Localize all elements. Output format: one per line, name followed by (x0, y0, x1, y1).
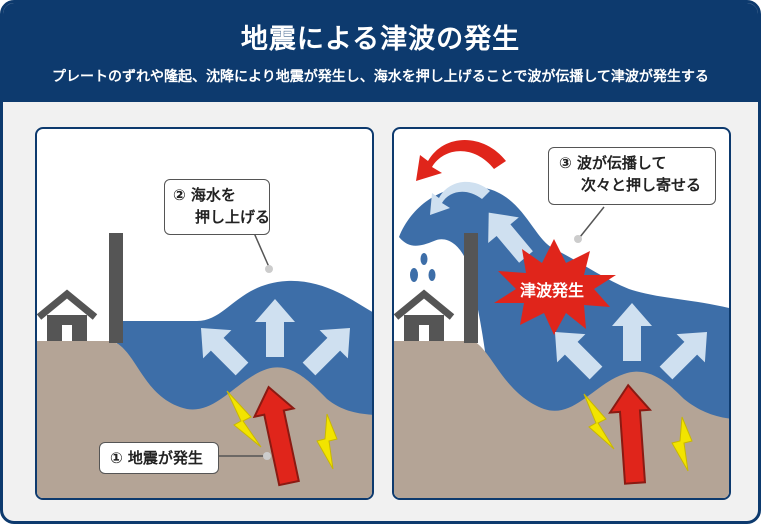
lightning-icon (316, 413, 338, 470)
lightning-icon (226, 390, 262, 448)
panel-earthquake: ② 海水を 押し上げる ① 地震が発生 (35, 127, 374, 500)
lightning-icon (583, 393, 615, 450)
house-icon (394, 289, 455, 341)
curved-arrow-icon (416, 140, 506, 181)
up-arrow-icon (612, 303, 652, 361)
page-title: 地震による津波の発生 (240, 24, 521, 55)
lightning-icon (671, 416, 693, 472)
curved-arrow-icon (430, 181, 490, 215)
up-arrow-icon (200, 327, 249, 376)
page-subtitle: プレートのずれや隆起、沈降により地震が発生し、海水を押し上げることで波が伝播して… (52, 69, 709, 85)
callout-earthquake: ① 地震が発生 (99, 442, 219, 474)
callout-wave-line1: ③ 波が伝播して (559, 154, 667, 172)
tsunami-illustration (394, 140, 729, 498)
up-arrow-icon (659, 331, 708, 380)
tsunami-occurs-label: 津波発生 (520, 281, 585, 300)
house-icon (37, 289, 98, 341)
seawall-icon (464, 233, 478, 343)
callout-push-up-line2: 押し上げる (195, 208, 271, 226)
quake-arrow-icon (252, 385, 300, 487)
ground (394, 341, 729, 498)
up-arrow-icon (302, 327, 351, 376)
seawall-icon (109, 233, 123, 343)
callout-push-up-line1: ② 海水を (173, 186, 236, 204)
callout-earthquake-text: ① 地震が発生 (110, 449, 203, 467)
burst-shape (494, 239, 616, 335)
panel-tsunami: ③ 波が伝播して 次々と押し寄せる 津波発生 (392, 127, 731, 500)
up-arrow-icon (554, 331, 603, 380)
callout-push-up: ② 海水を 押し上げる (164, 179, 270, 235)
up-arrow-icon (255, 299, 295, 357)
callout-wave-propagate: ③ 波が伝播して 次々と押し寄せる (548, 147, 716, 205)
callout-wave-line2: 次々と押し寄せる (581, 176, 702, 194)
header: 地震による津波の発生 プレートのずれや隆起、沈降により地震が発生し、海水を押し上… (3, 3, 758, 102)
up-arrow-icon (488, 212, 533, 263)
up-arrows (200, 299, 351, 376)
up-arrows (554, 303, 708, 380)
water-droplets (410, 253, 436, 282)
quake-arrow-icon (608, 383, 653, 485)
